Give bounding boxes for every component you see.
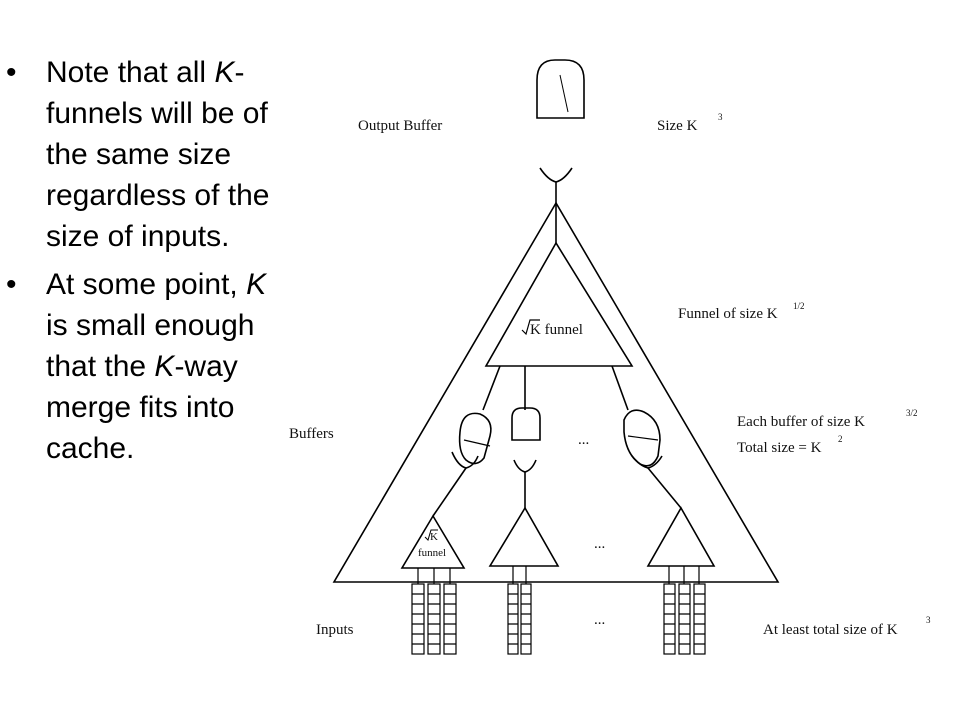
buffers-label: Buffers — [289, 426, 334, 442]
outer-funnel-triangle — [332, 201, 780, 583]
input-group-left — [411, 568, 457, 655]
buffers-ellipsis: ... — [578, 432, 589, 448]
buffer-middle — [511, 407, 541, 441]
bullet-dot: • — [6, 56, 17, 89]
lower-funnel-middle — [488, 506, 560, 567]
lower-funnel-left — [400, 514, 466, 569]
output-connector — [539, 167, 573, 183]
lower-funnel-right — [646, 506, 716, 567]
funnel-size-label: Funnel of size K — [678, 306, 778, 322]
total-size-exp: 2 — [838, 434, 843, 444]
funnels-ellipsis: ... — [594, 536, 605, 552]
inputs-label: Inputs — [316, 622, 354, 638]
small-sqrt-symbol — [424, 529, 438, 541]
bullet-item-1: • Note that all K-funnels will be of the… — [0, 52, 290, 257]
funnel-inner-label: K funnel — [530, 322, 583, 338]
buffer-right — [623, 409, 661, 467]
buffer-left — [458, 412, 492, 465]
inputs-ellipsis: ... — [594, 612, 605, 628]
bullet-item-2: • At some point, K is small enough that … — [0, 264, 290, 469]
input-stacks — [411, 566, 706, 655]
small-funnel-word: funnel — [418, 547, 446, 559]
output-buffer-shape — [536, 59, 585, 119]
size-exp: 3 — [718, 112, 723, 122]
bullet-list: • Note that all K-funnels will be of the… — [0, 52, 290, 476]
bullet-dot: • — [6, 268, 17, 301]
each-buffer-exp: 3/2 — [906, 408, 918, 418]
at-least-label: At least total size of K — [763, 622, 898, 638]
bullet-text-2: At some point, K is small enough that th… — [46, 268, 267, 465]
total-size-label: Total size = K — [737, 440, 822, 456]
top-funnel-triangle — [484, 241, 634, 367]
sqrt-symbol — [521, 319, 540, 336]
funnel-diagram: Output Buffer Size K 3 K funnel Funnel o… — [289, 59, 931, 655]
at-least-exp: 3 — [926, 615, 931, 625]
each-buffer-label: Each buffer of size K — [737, 414, 865, 430]
funnel-size-exp: 1/2 — [793, 301, 805, 311]
input-group-middle — [507, 566, 532, 655]
small-funnel-k: K — [430, 531, 438, 543]
size-label: Size K — [657, 118, 698, 134]
input-group-right — [663, 566, 706, 655]
bullet-text-1: Note that all K-funnels will be of the s… — [46, 56, 270, 253]
output-buffer-label: Output Buffer — [358, 118, 442, 134]
